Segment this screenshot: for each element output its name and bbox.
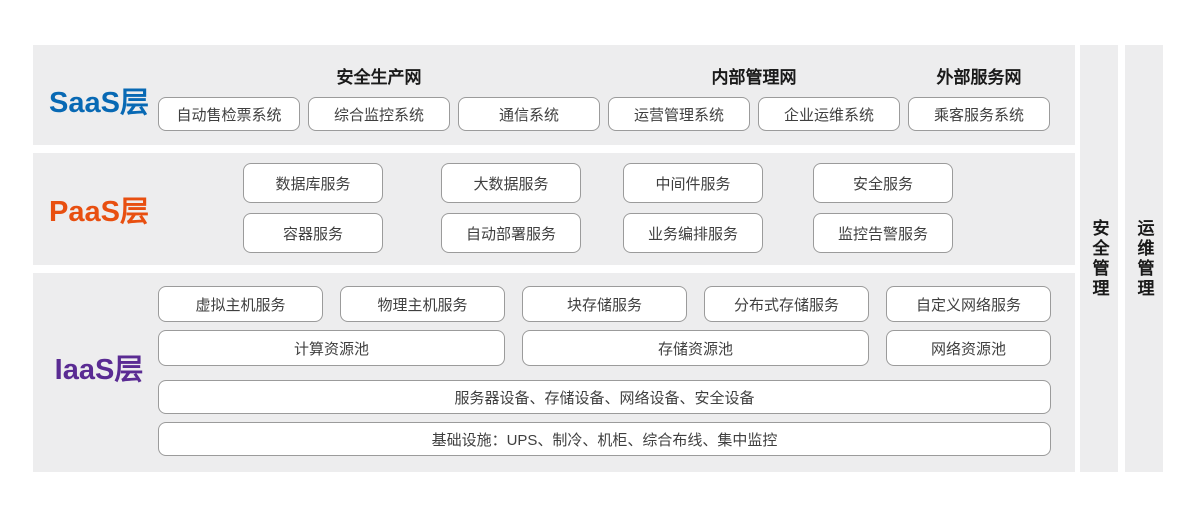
iaas-box-infrastructure: 基础设施：UPS、制冷、机柜、综合布线、集中监控 <box>158 422 1051 456</box>
saas-box-ticketing-system: 自动售检票系统 <box>158 97 300 131</box>
iaas-box-custom-network-service: 自定义网络服务 <box>886 286 1051 322</box>
saas-box-communication-system: 通信系统 <box>458 97 600 131</box>
iaas-box-block-storage-service: 块存储服务 <box>522 286 687 322</box>
saas-box-passenger-service-system: 乘客服务系统 <box>908 97 1050 131</box>
operations-management-bar: 运维管理 <box>1125 45 1163 472</box>
iaas-layer-label: IaaS层 <box>54 354 144 386</box>
iaas-layer-panel: IaaS层 虚拟主机服务 物理主机服务 块存储服务 分布式存储服务 自定义网络服… <box>33 273 1075 472</box>
security-management-label: 安全管理 <box>1089 218 1109 299</box>
network-group-header-internal: 内部管理网 <box>711 68 797 87</box>
iaas-box-storage-resource-pool: 存储资源池 <box>522 330 869 366</box>
iaas-box-virtual-host-service: 虚拟主机服务 <box>158 286 323 322</box>
saas-layer-panel: SaaS层 安全生产网 内部管理网 外部服务网 自动售检票系统 综合监控系统 通… <box>33 45 1075 145</box>
iaas-box-hardware-devices: 服务器设备、存储设备、网络设备、安全设备 <box>158 380 1051 414</box>
paas-layer-label: PaaS层 <box>49 196 149 228</box>
paas-box-bigdata-service: 大数据服务 <box>441 163 581 203</box>
iaas-box-network-resource-pool: 网络资源池 <box>886 330 1051 366</box>
iaas-box-distributed-storage-service: 分布式存储服务 <box>704 286 869 322</box>
paas-box-container-service: 容器服务 <box>243 213 383 253</box>
saas-layer-label: SaaS层 <box>49 87 149 119</box>
iaas-box-physical-host-service: 物理主机服务 <box>340 286 505 322</box>
paas-box-database-service: 数据库服务 <box>243 163 383 203</box>
paas-layer-panel: PaaS层 数据库服务 大数据服务 中间件服务 安全服务 容器服务 自动部署服务… <box>33 153 1075 265</box>
operations-management-label: 运维管理 <box>1134 218 1154 299</box>
saas-box-operation-mgmt-system: 运营管理系统 <box>608 97 750 131</box>
network-group-header-production: 安全生产网 <box>336 68 422 87</box>
paas-box-auto-deploy-service: 自动部署服务 <box>441 213 581 253</box>
paas-box-monitor-alert-service: 监控告警服务 <box>813 213 953 253</box>
saas-box-monitoring-system: 综合监控系统 <box>308 97 450 131</box>
security-management-bar: 安全管理 <box>1080 45 1118 472</box>
network-group-header-external: 外部服务网 <box>936 68 1022 87</box>
paas-box-middleware-service: 中间件服务 <box>623 163 763 203</box>
saas-box-enterprise-ops-system: 企业运维系统 <box>758 97 900 131</box>
paas-box-security-service: 安全服务 <box>813 163 953 203</box>
paas-box-orchestration-service: 业务编排服务 <box>623 213 763 253</box>
iaas-box-compute-resource-pool: 计算资源池 <box>158 330 505 366</box>
